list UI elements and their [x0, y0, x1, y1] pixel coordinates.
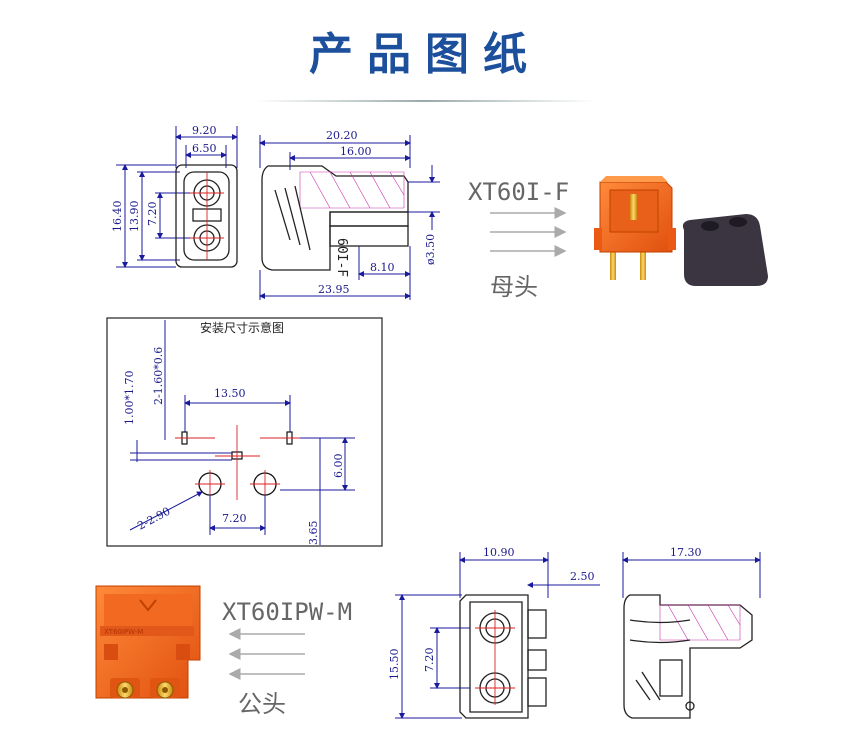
- dim-female-width-outer: 9.20: [192, 124, 217, 137]
- female-mark-text: 60I-F: [334, 238, 349, 277]
- male-connector-image: XT60IPW-M: [95, 585, 201, 699]
- install-panel: [106, 317, 383, 547]
- dim-male-width: 10.90: [483, 546, 515, 559]
- install-diagram: 1.00*1.70 2-1.60*0.6 13.50 6.00 3.65 2-2…: [123, 320, 355, 545]
- dim-install-bottom: 3.65: [307, 521, 320, 546]
- female-model-label: XT60I-F: [468, 178, 569, 206]
- dim-male-height: 15.50: [388, 649, 401, 681]
- dim-female-length-top: 20.20: [326, 129, 358, 142]
- dim-install-slot-spacing: 13.50: [214, 387, 246, 400]
- dim-install-vertical: 6.00: [332, 454, 345, 479]
- female-front-view: 9.20 6.50 16.40 13.90 7.20: [111, 124, 238, 268]
- dim-female-pitch: 7.20: [146, 202, 159, 227]
- svg-text:XT60IPW-M: XT60IPW-M: [104, 628, 143, 636]
- male-model-label: XT60IPW-M: [222, 598, 352, 626]
- title-divider: [255, 100, 595, 102]
- dim-male-offset: 2.50: [570, 570, 595, 583]
- male-caption: 公头: [238, 690, 286, 718]
- female-caption: 母头: [490, 273, 538, 301]
- dim-male-length: 17.30: [670, 546, 702, 559]
- dim-female-pin-diameter: ø3.50: [424, 234, 437, 265]
- dim-female-pin-length: 8.10: [370, 261, 395, 274]
- female-side-view: 20.20 16.00 60I-F ø3.50 8.10 23.95: [259, 129, 440, 300]
- dim-female-height-outer: 16.40: [111, 201, 124, 233]
- page-title: 产品图纸: [309, 29, 541, 80]
- dim-male-pitch: 7.20: [423, 648, 436, 673]
- male-side-view: 17.30: [622, 546, 761, 719]
- dim-female-width-inner: 6.50: [192, 142, 217, 155]
- dim-install-slot-size: 1.00*1.70: [123, 371, 136, 425]
- male-front-view: 10.90 2.50 15.50 7.20: [388, 546, 600, 719]
- dim-install-hole-pitch: 7.20: [222, 512, 247, 525]
- install-title: 安装尺寸示意图: [200, 320, 284, 335]
- dim-female-length-bottom: 23.95: [318, 283, 350, 296]
- dim-female-height-inner: 13.90: [128, 201, 141, 233]
- dim-install-slot-count: 2-1.60*0.6: [152, 347, 165, 405]
- dim-female-length-mid: 16.00: [340, 145, 372, 158]
- female-connector-image: [594, 176, 768, 286]
